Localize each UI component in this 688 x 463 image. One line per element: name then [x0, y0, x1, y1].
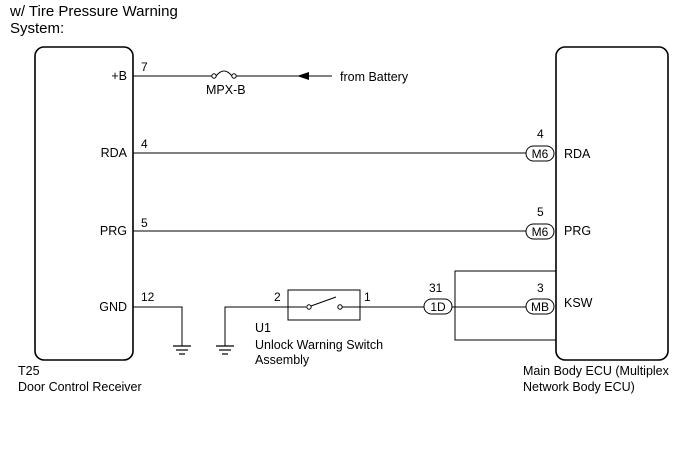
ecu-connector-bracket	[454, 270, 557, 341]
left-terminal-gnd-label: GND	[99, 300, 127, 314]
prg-circuit: 5 5 M6	[133, 205, 555, 240]
junction-connector-1d-label: 1D	[430, 300, 446, 314]
connector-mb-ksw	[525, 298, 555, 315]
switch-contact-icon	[310, 296, 337, 307]
right-pin-4: 4	[537, 127, 544, 141]
connector-m6-rda-label: M6	[532, 147, 549, 161]
right-component-name-line2: Network Body ECU)	[523, 380, 635, 394]
ksw-circuit: 2 1 U1 Unlock Warning Switch Assembly 31…	[216, 270, 557, 367]
diagram-title-line1: w/ Tire Pressure Warning	[9, 3, 178, 20]
from-battery-arrow-icon	[297, 72, 309, 80]
right-terminal-prg-label: PRG	[564, 224, 591, 238]
left-component-code: T25	[18, 364, 40, 378]
switch-code: U1	[255, 321, 271, 335]
fuse-label: MPX-B	[206, 83, 246, 97]
ground-icon	[173, 345, 191, 355]
left-terminal-b-plus-label: +B	[111, 69, 127, 83]
left-terminal-rda-label: RDA	[101, 146, 128, 160]
diagram-title-line2: System:	[10, 20, 64, 37]
switch-name-line2: Assembly	[255, 353, 310, 367]
unlock-warning-switch-box	[287, 289, 361, 321]
connector-m6-prg	[525, 223, 555, 240]
battery-label: from Battery	[340, 70, 409, 84]
connector-m6-rda	[525, 145, 555, 162]
left-pin-7: 7	[141, 60, 148, 74]
left-component-name: Door Control Receiver	[18, 380, 142, 394]
rda-circuit: 4 4 M6	[133, 127, 555, 162]
right-pin-5: 5	[537, 205, 544, 219]
left-pin-5: 5	[141, 216, 148, 230]
left-pin-12: 12	[141, 290, 155, 304]
right-terminal-ksw-label: KSW	[564, 296, 593, 310]
connector-m6-prg-label: M6	[532, 225, 549, 239]
gnd-circuit: 12	[133, 290, 191, 355]
right-component-name-line1: Main Body ECU (Multiplex	[523, 364, 670, 378]
right-pin-3: 3	[537, 281, 544, 295]
ground-icon	[216, 345, 234, 355]
switch-name-line1: Unlock Warning Switch	[255, 338, 383, 352]
left-terminal-prg-label: PRG	[100, 224, 127, 238]
switch-pin-1: 1	[364, 290, 371, 304]
door-control-receiver-box	[34, 46, 134, 361]
b-plus-circuit: 7 MPX-B from Battery	[133, 60, 409, 97]
junction-pin-31: 31	[429, 281, 443, 295]
right-terminal-rda-label: RDA	[564, 147, 591, 161]
switch-pin-2: 2	[274, 290, 281, 304]
fuse-icon	[215, 70, 233, 77]
left-pin-4: 4	[141, 137, 148, 151]
main-body-ecu-box	[555, 46, 669, 361]
connector-mb-ksw-label: MB	[531, 300, 549, 314]
